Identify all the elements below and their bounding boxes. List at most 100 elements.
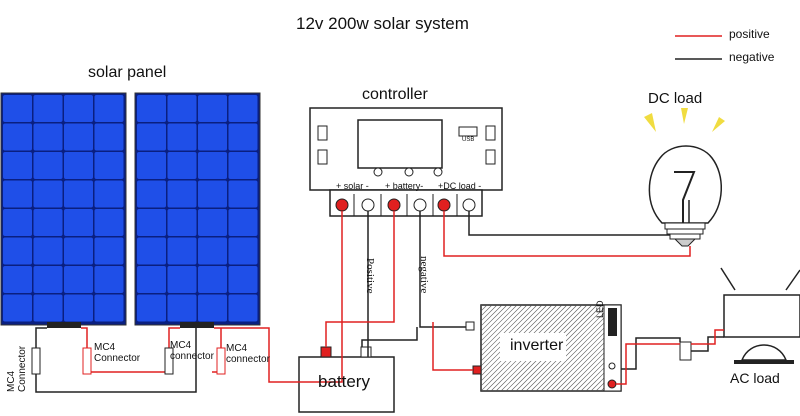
- inverter-hatch-line: [545, 332, 604, 391]
- inverter-hatch-line: [481, 305, 528, 352]
- solar-cell: [137, 123, 166, 151]
- inverter-hatch-line: [391, 305, 477, 391]
- solar-cell: [33, 152, 63, 179]
- inverter-hatch-line: [565, 352, 604, 391]
- solar-cell: [167, 266, 197, 293]
- solar-cell: [94, 152, 124, 179]
- solar-cell: [94, 180, 124, 208]
- dc-load-label: DC load: [648, 90, 703, 107]
- usb-port-icon: [458, 126, 478, 137]
- solar-cell: [64, 152, 93, 179]
- solar-cell: [228, 266, 258, 293]
- solar-cell: [228, 237, 258, 265]
- solar-cell: [94, 266, 124, 293]
- ac-load-monitor: [720, 267, 800, 364]
- mc4-connector-c: [216, 347, 226, 375]
- inverter-hatch-line: [481, 305, 523, 347]
- inverter-hatch-line: [481, 305, 513, 337]
- controller-screen: [357, 119, 443, 169]
- legend-negative-label: negative: [729, 50, 775, 64]
- diagram-title: 12v 200w solar system: [296, 14, 469, 33]
- battery: [298, 346, 395, 413]
- dc-load-bulb: [644, 108, 725, 247]
- terminal-load-positive: [437, 198, 451, 212]
- negative-wiring: [35, 211, 724, 393]
- solar-cell: [198, 180, 227, 208]
- mc4-c-subtext: connector: [226, 354, 270, 365]
- inverter-hatch-line: [481, 305, 483, 307]
- solar-cell: [3, 237, 32, 265]
- solar-cell: [94, 95, 124, 122]
- solar-cell: [64, 237, 93, 265]
- solar-cell: [3, 180, 32, 208]
- solar-panel-left: [0, 92, 127, 326]
- solar-cell: [198, 237, 227, 265]
- ac-plug: [679, 341, 692, 361]
- inverter-hatch-line: [481, 305, 493, 317]
- solar-cell: [228, 294, 258, 322]
- inverter-hatch-line: [560, 347, 604, 391]
- mc4-a-text: MC4: [94, 342, 116, 353]
- solar-cell: [167, 294, 197, 322]
- solar-cell: [198, 266, 227, 293]
- solar-cell: [94, 209, 124, 236]
- controller-button-1: [373, 167, 383, 177]
- junction-box-right: [180, 322, 214, 328]
- inverter-hatch-line: [580, 367, 604, 391]
- solar-cell: [94, 123, 124, 151]
- solar-cell: [228, 123, 258, 151]
- mc4-left-text: MC4: [6, 370, 17, 392]
- usb-label: USB: [462, 137, 475, 143]
- solar-cell: [3, 95, 32, 122]
- inverter-positive-terminal: [607, 379, 617, 389]
- positive-wiring: [81, 211, 724, 385]
- legend-positive-label: positive: [729, 27, 770, 41]
- solar-cell: [167, 152, 197, 179]
- terminal-load-label: +DC load -: [438, 181, 482, 191]
- solar-cell: [198, 294, 227, 322]
- mc4-connector-a: [82, 347, 92, 375]
- inverter-hatch-line: [481, 305, 503, 327]
- terminal-solar-positive: [335, 198, 349, 212]
- inverter-hatch-line: [481, 305, 488, 312]
- solar-cell: [33, 294, 63, 322]
- solar-cell: [137, 209, 166, 236]
- mc4-b-text: MC4: [170, 340, 192, 351]
- solar-cell: [94, 294, 124, 322]
- solar-cell: [94, 237, 124, 265]
- solar-cell: [228, 209, 258, 236]
- charge-controller: [309, 107, 503, 217]
- solar-cell: [137, 152, 166, 179]
- solar-cell: [137, 237, 166, 265]
- mc4-a-label: MC4 Connector: [94, 342, 140, 364]
- ac-load-label: AC load: [730, 370, 780, 386]
- solar-cell: [64, 294, 93, 322]
- solar-cell: [167, 209, 197, 236]
- mc4-c-label: MC4 connector: [226, 343, 270, 365]
- controller-button-2: [404, 167, 414, 177]
- solar-cell: [167, 237, 197, 265]
- solar-cell: [64, 266, 93, 293]
- inverter-hatch-line: [530, 317, 604, 391]
- mc4-a-subtext: Connector: [94, 353, 141, 364]
- solar-panel-right: [134, 92, 261, 326]
- solar-cell: [198, 209, 227, 236]
- inverter-hatch-line: [481, 305, 508, 332]
- solar-cell: [137, 266, 166, 293]
- solar-cell: [228, 152, 258, 179]
- solar-panel-label: solar panel: [88, 64, 167, 81]
- inverter-hatch-line: [525, 312, 604, 391]
- mc4-left-label: MC4 Connector: [6, 346, 28, 392]
- solar-cell: [228, 180, 258, 208]
- solar-cell: [33, 266, 63, 293]
- solar-cell: [33, 180, 63, 208]
- wire-positive-label: Positive: [364, 258, 376, 294]
- terminal-battery-positive: [387, 198, 401, 212]
- solar-cell: [137, 294, 166, 322]
- solar-cell: [3, 209, 32, 236]
- controller-button-3: [433, 167, 443, 177]
- solar-cell: [64, 123, 93, 151]
- mc4-connector-left: [31, 347, 41, 375]
- solar-cell: [64, 95, 93, 122]
